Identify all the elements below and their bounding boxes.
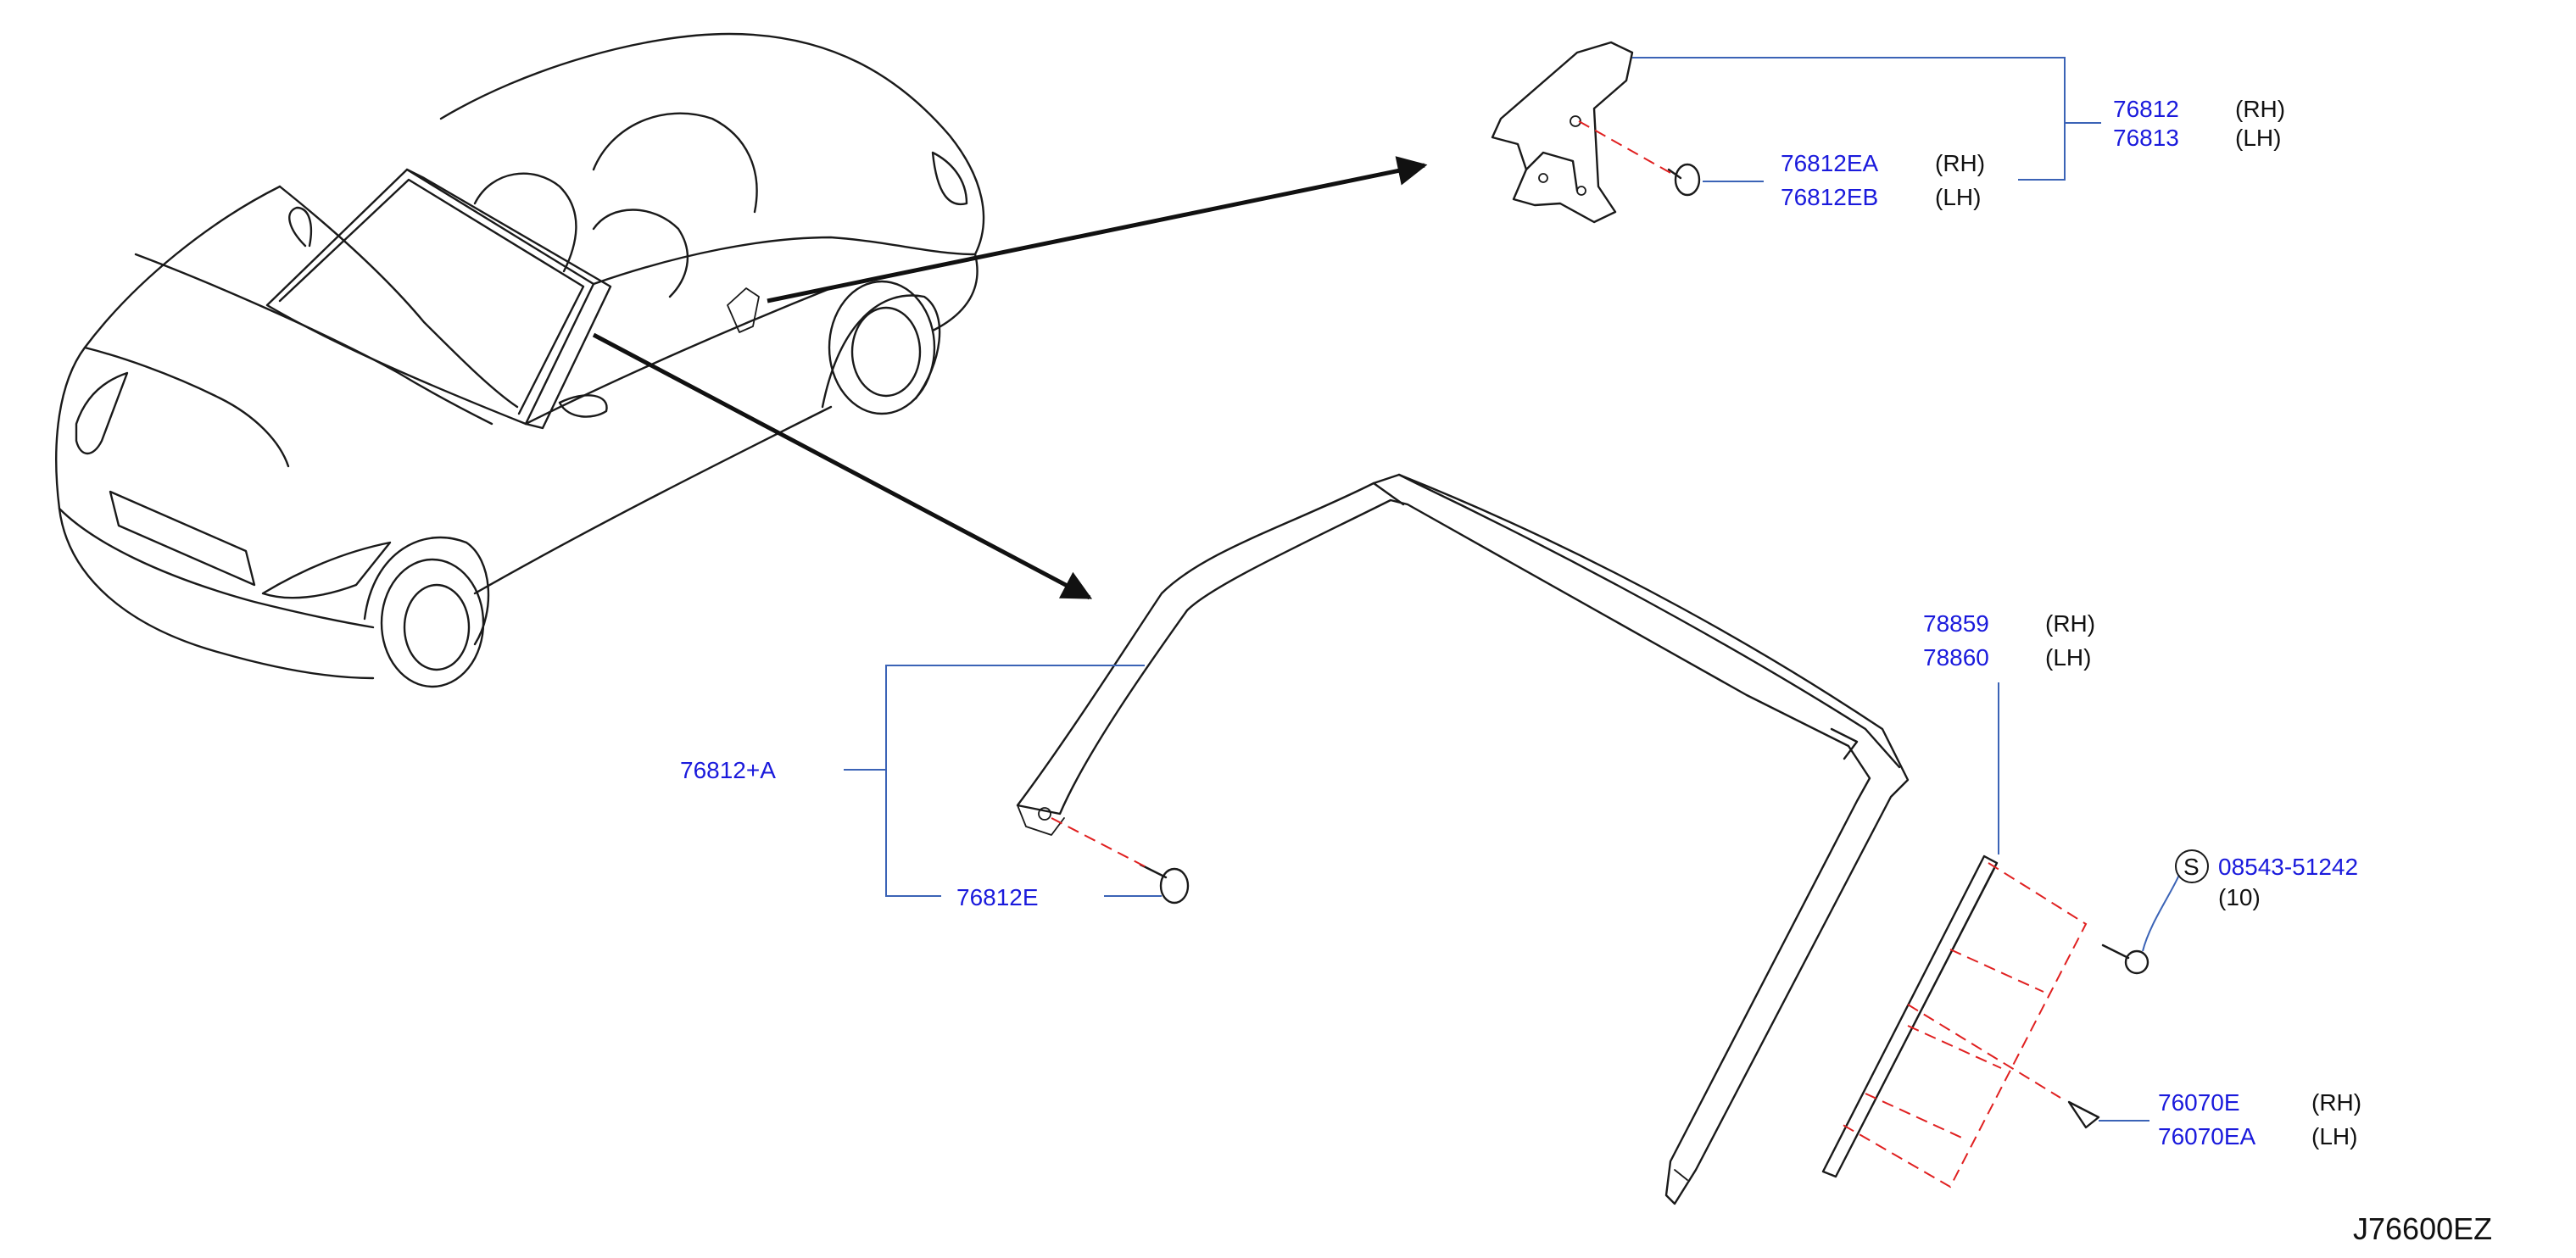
arrow-to-weatherstrip-detail (592, 332, 1093, 600)
molding-strip-illustration (1821, 854, 1999, 1178)
part-number-76812e[interactable]: 76812E (956, 884, 1039, 910)
weatherstrip-frame-illustration (1016, 473, 1910, 1205)
part-number-76812ea[interactable]: 76812EA (1781, 150, 1879, 176)
side-label: (RH) (2311, 1089, 2361, 1116)
side-label: (LH) (1935, 184, 1981, 210)
screw-illustration (2101, 944, 2149, 975)
bracket-clip-illustration (1667, 163, 1701, 197)
quantity-label: (10) (2218, 884, 2261, 910)
push-clip-illustration (2067, 1100, 2100, 1129)
part-number-08543-51242[interactable]: 08543-51242 (2218, 854, 2358, 880)
part-number-76812[interactable]: 76812 (2113, 96, 2179, 122)
part-number-76812-a[interactable]: 76812+A (680, 757, 776, 783)
side-label: (RH) (2235, 96, 2285, 122)
part-number-78859[interactable]: 78859 (1923, 610, 1989, 637)
part-number-76070e[interactable]: 76070E (2158, 1089, 2240, 1116)
side-label: (LH) (2235, 125, 2281, 151)
part-number-76813[interactable]: 76813 (2113, 125, 2179, 151)
bracket-illustration (1491, 41, 1634, 224)
side-label: (RH) (1935, 150, 1985, 176)
side-label: (LH) (2045, 644, 2091, 671)
diagram-code: J76600EZ (2353, 1211, 2492, 1246)
part-number-78860[interactable]: 78860 (1923, 644, 1989, 671)
part-number-76070ea[interactable]: 76070EA (2158, 1123, 2256, 1149)
standard-part-symbol: S (2183, 854, 2200, 880)
arrow-to-bracket-detail (767, 156, 1428, 303)
frame-clip-illustration (1139, 863, 1190, 905)
part-number-76812eb[interactable]: 76812EB (1781, 184, 1878, 210)
car-overview-illustration (55, 32, 985, 688)
side-label: (LH) (2311, 1123, 2357, 1149)
side-label: (RH) (2045, 610, 2095, 637)
standard-part-symbol-circle (2175, 849, 2209, 883)
